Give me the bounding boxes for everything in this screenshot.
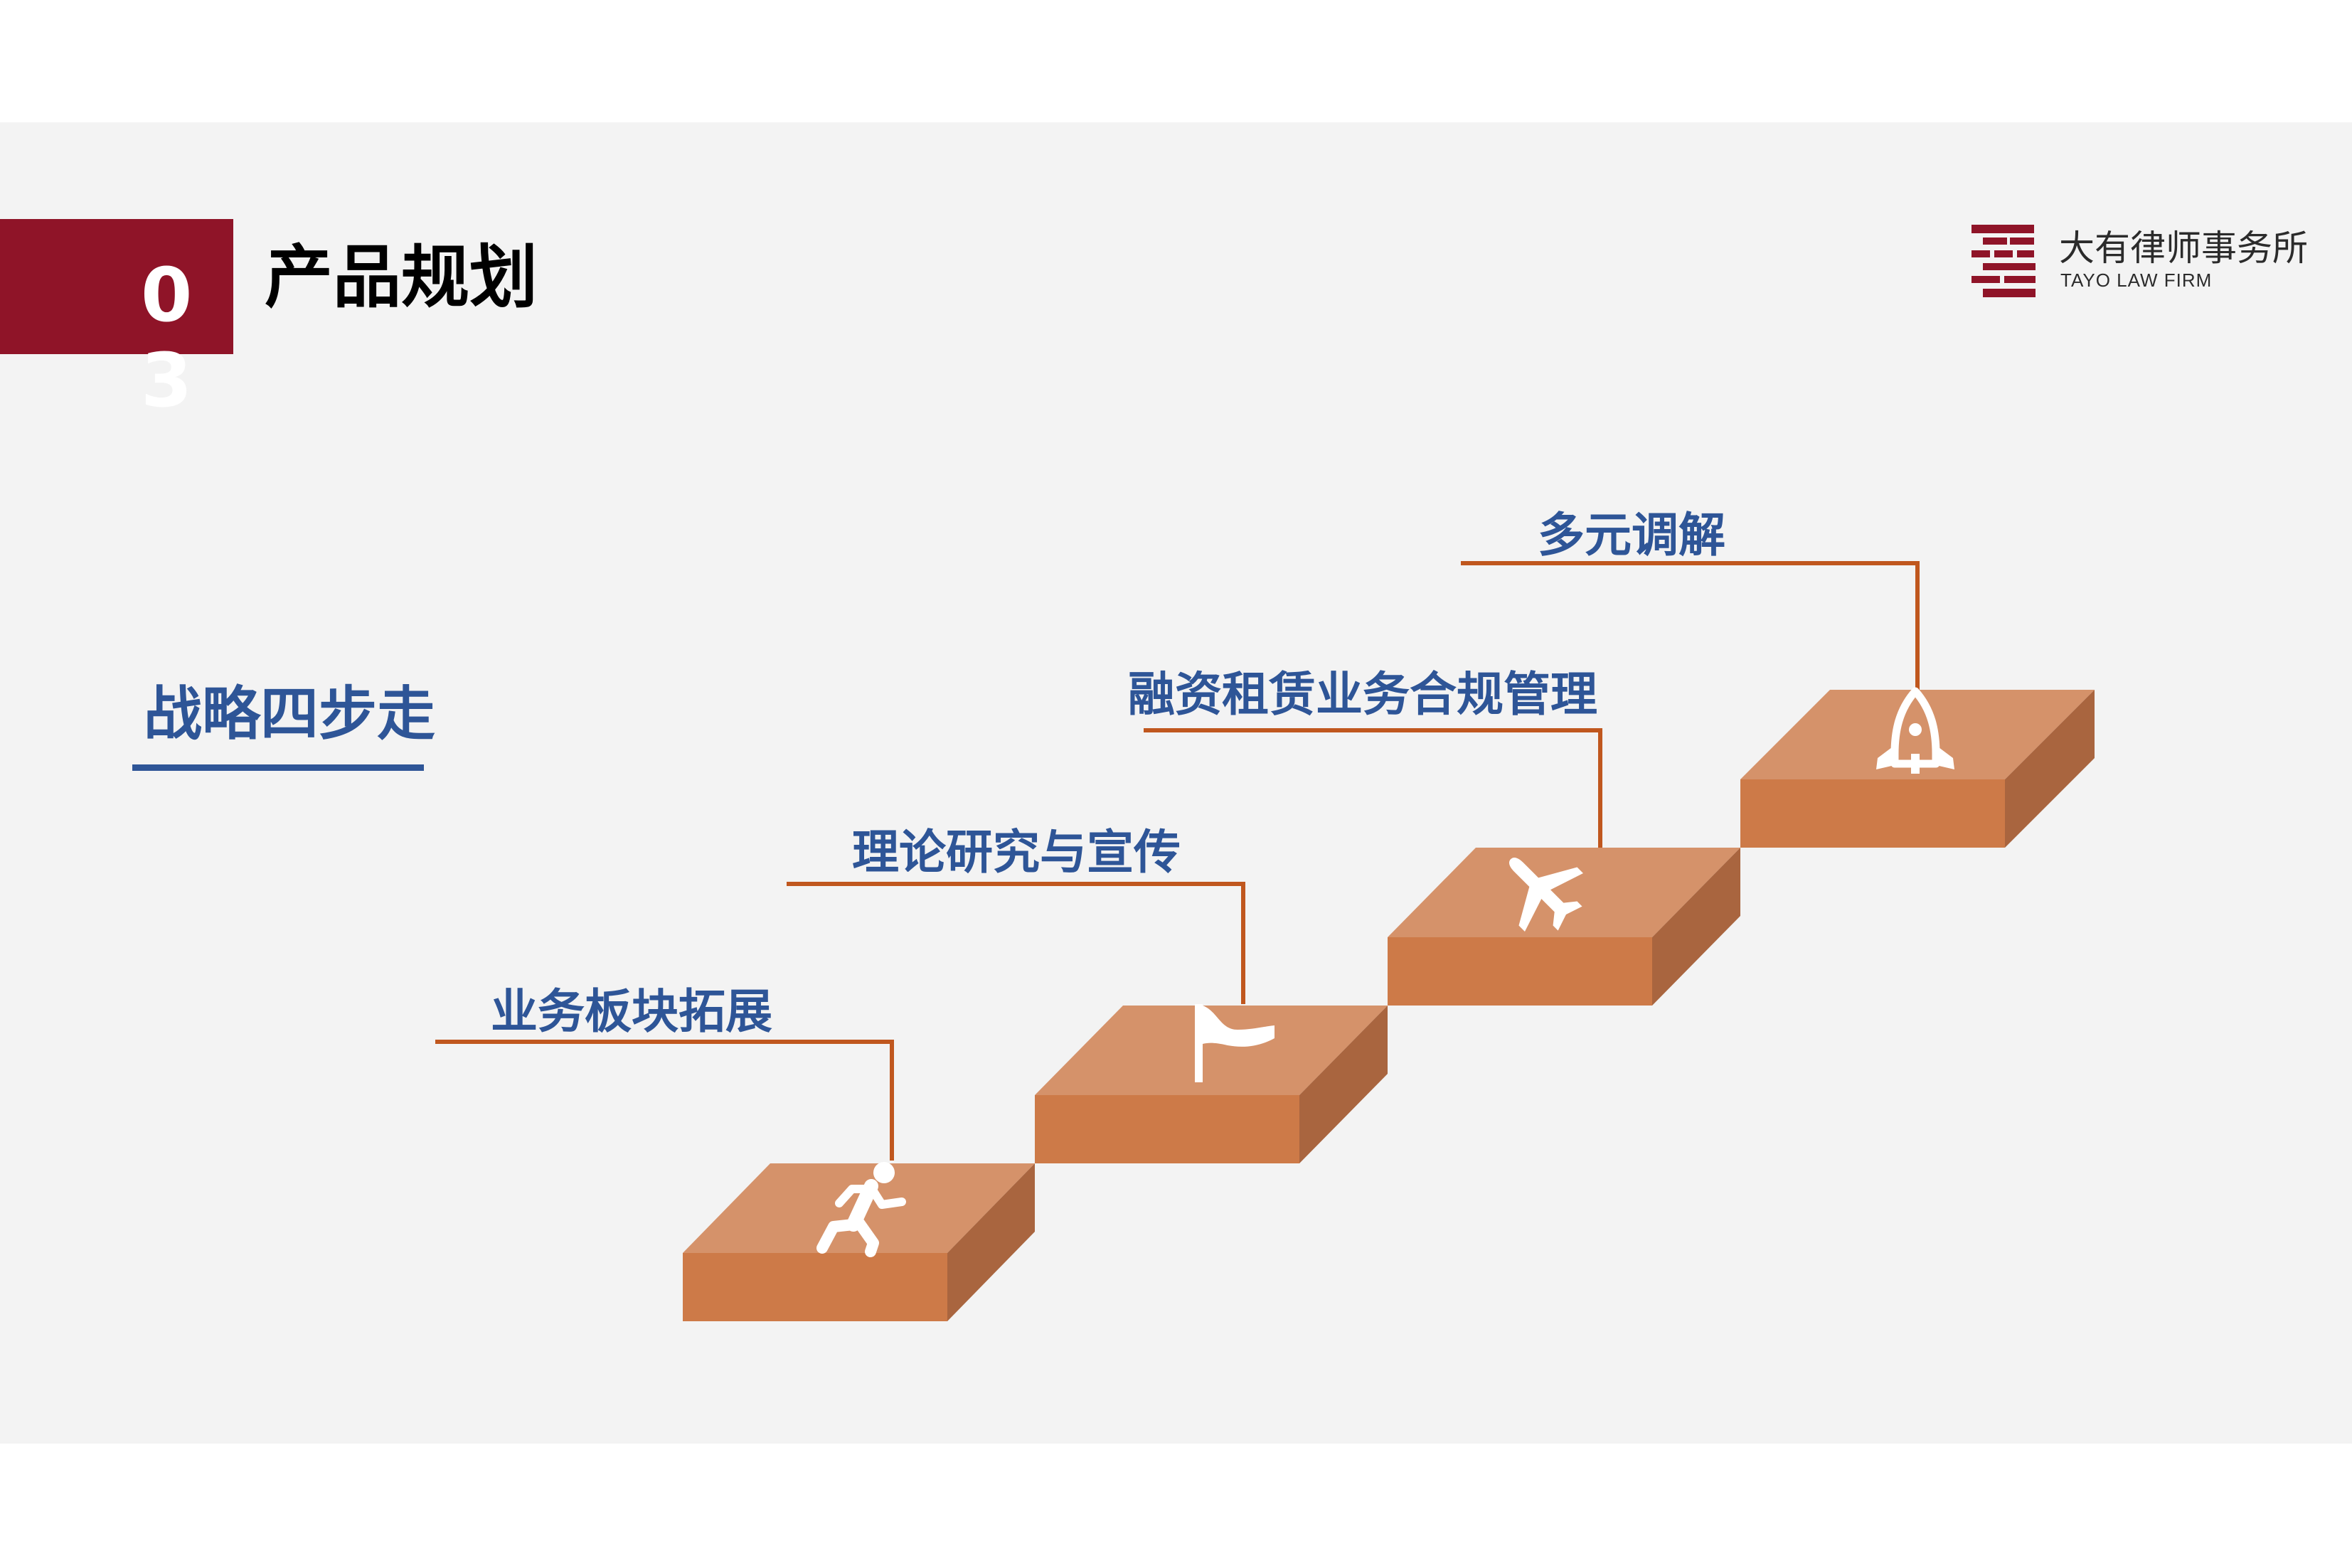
section-number-box [0,219,233,354]
step-1-label: 业务板块拓展 [491,984,772,1039]
step-4-connector [1461,561,1920,691]
page-title: 产品规划 [265,238,538,317]
rocket-icon [1876,687,1954,774]
airplane-icon [1509,858,1583,932]
step-3-block [1388,848,1740,1006]
firm-name-english: TAYO LAW FIRM [2060,270,2213,291]
subtitle-underline [132,764,424,771]
step-1-connector [435,1040,894,1161]
step-3-label: 融资租赁业务合规管理 [1128,667,1597,722]
tayo-logo-icon [1971,225,2036,297]
step-2-connector [787,882,1245,1004]
step-2-label: 理论研究与宣传 [852,825,1181,880]
section-number: 03 [141,252,193,424]
step-2-block [1035,1006,1388,1163]
step-3-connector [1144,728,1602,848]
firm-name: 大有律师事务所 [2059,228,2308,269]
running-person-icon [816,1162,906,1257]
flag-icon [1195,1004,1275,1082]
step-4-label: 多元调解 [1538,508,1725,562]
strategy-subtitle: 战略四步走 [144,681,436,748]
